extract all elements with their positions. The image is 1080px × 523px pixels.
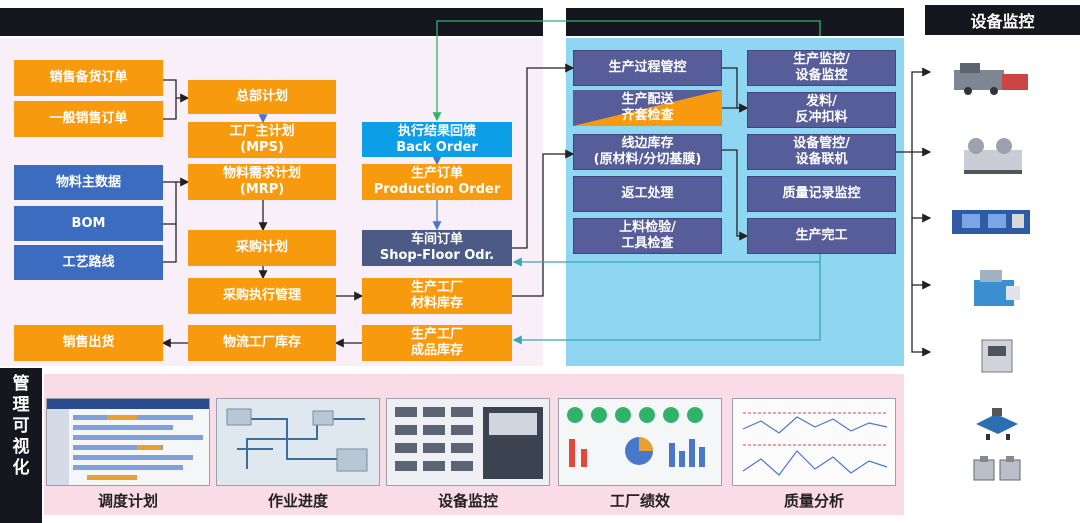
screen-equipment xyxy=(386,398,550,486)
completion-box: 生产完工 xyxy=(747,218,896,254)
screen-progress xyxy=(216,398,380,486)
machine-6-icon xyxy=(972,406,1022,442)
line-stock-box: 线边库存(原材料/分切基膜) xyxy=(573,134,722,170)
general-sales-order-box: 一般销售订单 xyxy=(14,101,163,137)
rework-box: 返工处理 xyxy=(573,176,722,212)
material-stock-box: 生产工厂材料库存 xyxy=(362,278,512,314)
left-header-bar xyxy=(0,8,543,36)
caption-progress: 作业进度 xyxy=(267,491,328,510)
equipment-monitoring-header: 设备监控 xyxy=(925,5,1080,35)
caption-quality: 质量分析 xyxy=(783,491,844,510)
mrp-box: 物料需求计划(MRP) xyxy=(188,164,336,200)
screen-performance xyxy=(558,398,722,486)
machine-5-icon xyxy=(976,336,1020,376)
equipment-control-box: 设备管控/设备联机 xyxy=(747,134,896,170)
machine-4-icon xyxy=(966,266,1026,310)
caption-performance: 工厂绩效 xyxy=(609,491,670,510)
monitoring-box: 生产监控/设备监控 xyxy=(747,50,896,86)
issue-box: 发料/反冲扣料 xyxy=(747,92,896,128)
vertical-label-bar xyxy=(0,368,42,523)
finished-stock-box: 生产工厂成品库存 xyxy=(362,325,512,361)
quality-record-box: 质量记录监控 xyxy=(747,176,896,212)
screen-quality xyxy=(732,398,896,486)
process-control-box: 生产过程管控 xyxy=(573,50,722,86)
inspection-box: 上料检验/工具检查 xyxy=(573,218,722,254)
screen-scheduling xyxy=(46,398,210,486)
machine-2-icon xyxy=(958,132,1034,178)
caption-equipment: 设备监控 xyxy=(437,491,498,510)
hq-plan-box: 总部计划 xyxy=(188,80,336,114)
purchase-exec-box: 采购执行管理 xyxy=(188,278,336,314)
mps-box: 工厂主计划(MPS) xyxy=(188,122,336,158)
routing-box: 工艺路线 xyxy=(14,245,163,280)
kitting-box: 生产配送齐套检查 xyxy=(573,90,722,126)
logistics-stock-box: 物流工厂库存 xyxy=(188,325,336,361)
caption-scheduling: 调度计划 xyxy=(97,491,158,510)
middle-header-bar xyxy=(566,8,904,36)
bom-box: BOM xyxy=(14,206,163,241)
sales-stock-order-box: 销售备货订单 xyxy=(14,60,163,96)
machine-1-icon xyxy=(950,58,1036,96)
machine-3-icon xyxy=(950,204,1036,240)
sales-shipment-box: 销售出货 xyxy=(14,325,163,361)
machine-7-icon xyxy=(970,452,1026,486)
material-master-box: 物料主数据 xyxy=(14,165,163,200)
purchase-plan-box: 采购计划 xyxy=(188,230,336,266)
vertical-label: 管理可视化 xyxy=(12,374,30,478)
